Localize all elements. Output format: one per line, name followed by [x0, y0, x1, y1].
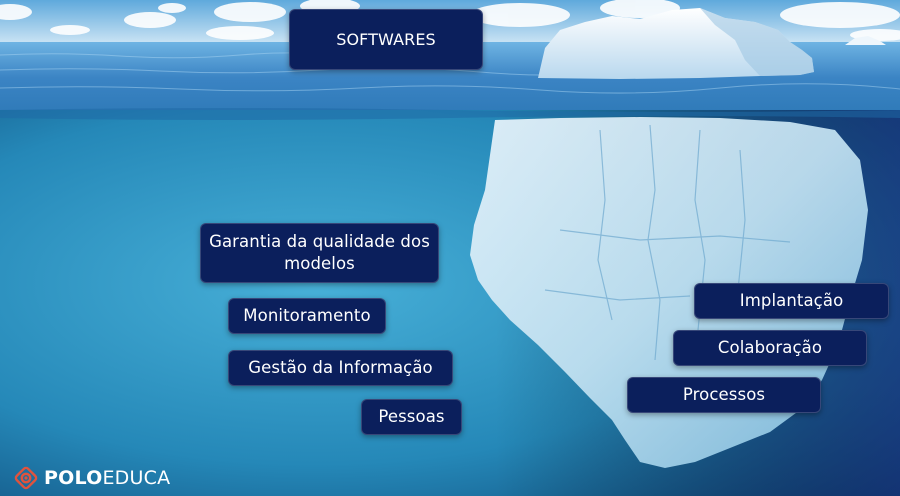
label-processos: Processos [627, 377, 821, 413]
logo-text-educa: EDUCA [102, 467, 171, 489]
polo-educa-logo-icon [14, 466, 38, 490]
waterline [0, 108, 900, 120]
iceberg-crevices [544, 124, 791, 361]
label-implantacao: Implantação [694, 283, 889, 319]
label-monitoramento: Monitoramento [228, 298, 386, 334]
label-colaboracao: Colaboração [673, 330, 867, 366]
clouds [0, 0, 900, 41]
label-gestao-informacao: Gestão da Informação [228, 350, 453, 386]
logo-text: POLOEDUCA [44, 467, 170, 489]
label-garantia-qualidade: Garantia da qualidade dos modelos [200, 223, 439, 283]
polo-educa-logo: POLOEDUCA [12, 463, 170, 493]
distant-iceberg [845, 36, 886, 45]
logo-text-polo: POLO [44, 467, 103, 489]
iceberg-top-shade [700, 8, 814, 76]
label-softwares: SOFTWARES [289, 9, 483, 70]
label-pessoas: Pessoas [361, 399, 462, 435]
